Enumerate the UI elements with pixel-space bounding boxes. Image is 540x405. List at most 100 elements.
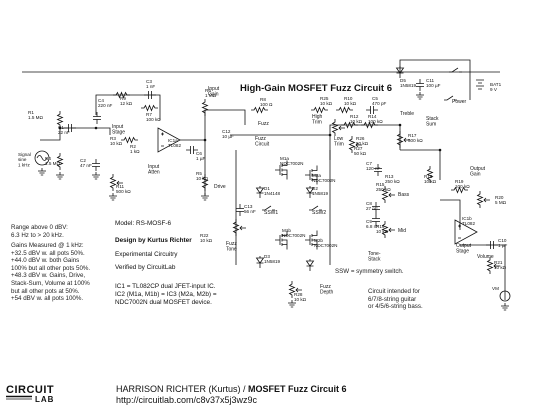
label-power: Power — [452, 99, 467, 105]
r15-bass-pot — [381, 186, 389, 203]
label-mid: Mid — [398, 228, 406, 234]
r7-resistor — [141, 104, 158, 112]
r13-high-trim-pot-wiper — [338, 125, 345, 131]
ground-symbol — [109, 193, 117, 201]
schematic-title: High-Gain MOSFET Fuzz Circuit 6 — [240, 83, 392, 94]
power-switch — [444, 95, 457, 101]
ic-note: IC1 = TL082CP dual JFET-input IC. IC2 (M… — [115, 283, 217, 306]
experimental-label: Experimental Circuitry — [115, 251, 178, 258]
r1-fuzz-depth-pot-wiper — [295, 287, 302, 293]
d6-diode — [305, 259, 315, 271]
ic1a-opamp — [157, 127, 181, 153]
c11-capacitor — [416, 79, 424, 91]
label-fuzz: Fuzz — [258, 121, 269, 127]
c1-capacitor — [64, 124, 76, 132]
junction-dot — [94, 126, 98, 130]
r12-resistor — [341, 121, 358, 129]
c13-capacitor — [236, 204, 244, 216]
r9-resistor — [113, 91, 130, 99]
c9-capacitor — [372, 214, 380, 226]
ground-symbol — [201, 193, 209, 201]
logo-top-text: CIRCUIT — [6, 384, 54, 396]
ground-symbol — [92, 172, 100, 180]
m2a-mosfet — [305, 165, 318, 185]
r1-resistor — [56, 111, 64, 128]
label-ssw1: SSW1 — [264, 210, 278, 216]
fuzz-in-wire — [230, 124, 400, 136]
r17-stack-sum-pot — [396, 131, 404, 148]
r19-resistor — [451, 186, 468, 194]
c4-capacitor — [93, 112, 101, 124]
r16-mid-pot-wiper — [388, 227, 395, 233]
r21-volume-pot — [486, 257, 494, 274]
junction-dot — [58, 126, 62, 130]
c8-capacitor — [372, 202, 380, 214]
logo-bottom-text: LAB — [35, 395, 54, 403]
ssw-note: SSW = symmetry switch. — [335, 268, 404, 275]
input-wire — [40, 127, 111, 141]
ssw2-switch — [309, 205, 322, 211]
c3-capacitor — [144, 91, 156, 99]
d4-diode — [305, 186, 315, 198]
d2-diode — [255, 186, 265, 198]
r11-potentiometer-wiper — [116, 180, 123, 186]
r20-output-gain-pot — [476, 191, 484, 208]
label-volume: Volume — [477, 254, 494, 260]
m1a-mosfet — [275, 160, 288, 180]
label-bass: Bass — [398, 192, 410, 198]
designer-label: Design by Kurtus Richter — [115, 237, 192, 244]
r10-resistor — [336, 106, 353, 114]
c5-capacitor — [366, 106, 378, 114]
m2b-mosfet — [305, 230, 318, 250]
bat1-battery — [476, 79, 484, 90]
r6-resistor — [201, 174, 209, 191]
ic1b-opamp — [454, 219, 478, 245]
label-tone-stack: Tone-Stack — [368, 251, 381, 263]
r18-resistor — [426, 166, 434, 183]
footer-url[interactable]: http://circuitlab.com/c8v37x5j3wz9c — [116, 395, 258, 405]
label-ssw2: SSW2 — [312, 210, 326, 216]
r14-resistor — [361, 121, 378, 129]
r26-potentiometer — [232, 219, 240, 236]
r5-resistor — [201, 99, 209, 116]
r25-resistor — [311, 106, 328, 114]
footer-circuit-name[interactable]: MOSFET Fuzz Circuit 6 — [248, 384, 347, 394]
verified-label: Verified by CircuitLab — [115, 264, 176, 271]
ground-symbol — [501, 303, 509, 311]
r20-output-gain-pot-wiper — [483, 197, 490, 203]
footer-title: HARRISON RICHTER (Kurtus) / MOSFET Fuzz … — [116, 384, 347, 394]
footer-author[interactable]: HARRISON RICHTER (Kurtus) — [116, 384, 241, 394]
